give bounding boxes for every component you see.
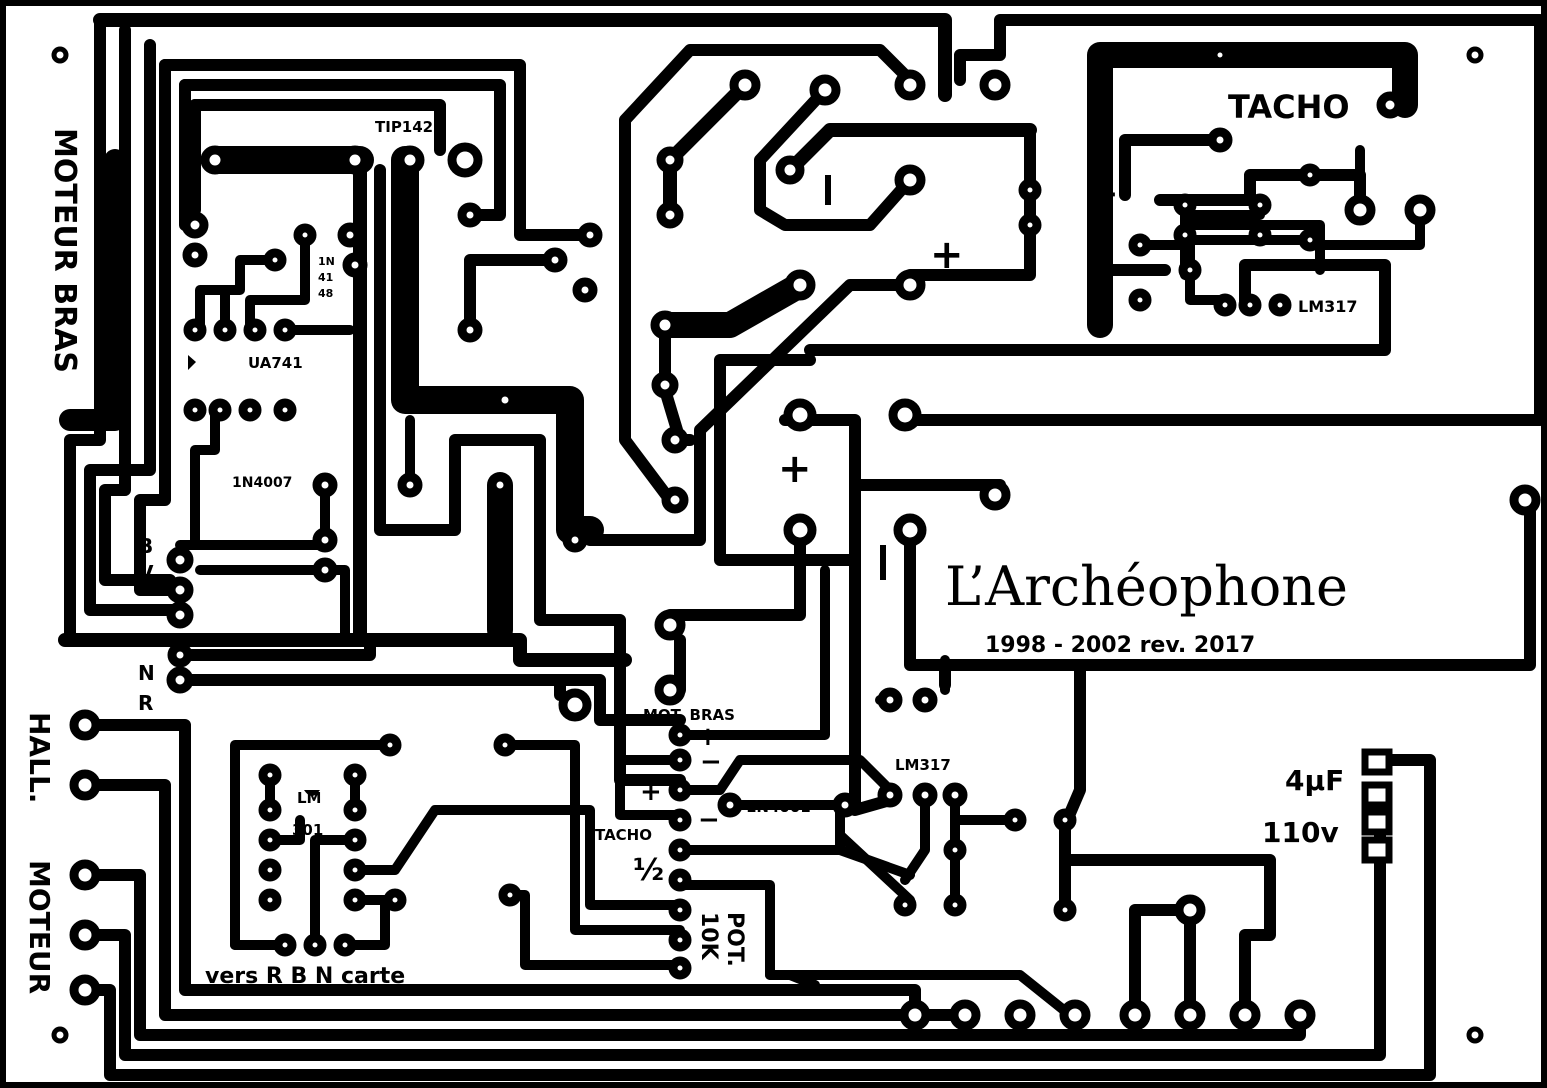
label-tacho-top: TACHO bbox=[1228, 88, 1350, 126]
label-moteur: MOTEUR bbox=[23, 860, 56, 994]
copper-pads bbox=[51, 43, 1541, 1044]
label-plus-tacho: + bbox=[1090, 174, 1119, 214]
label-v: V bbox=[138, 561, 154, 585]
label-moteur-bras: MOTEUR BRAS bbox=[47, 128, 82, 373]
label-minus-tacho-conn: − bbox=[698, 805, 720, 835]
label-plus-center: + bbox=[930, 232, 964, 278]
label-vers-carte: vers R B N carte bbox=[205, 964, 405, 989]
label-n: N bbox=[138, 661, 155, 685]
label-pot: POT. bbox=[722, 912, 747, 967]
label-lm317-top: LM317 bbox=[1298, 297, 1358, 316]
label-half: ½ bbox=[633, 853, 664, 888]
label-lm301-a: LM bbox=[297, 789, 322, 807]
label-b: B bbox=[138, 534, 153, 558]
board-years: 1998 - 2002 rev. 2017 bbox=[985, 633, 1255, 658]
board-title: L’Archéophone bbox=[945, 555, 1348, 618]
label-tacho-conn: TACHO bbox=[595, 826, 652, 844]
label-1n4148-c: 48 bbox=[318, 287, 333, 300]
label-pot-value: 10K bbox=[696, 912, 721, 961]
label-plus-tacho-conn: + bbox=[640, 777, 662, 807]
pcb-labels: MOTEUR BRAS HALL. MOTEUR TIP142 1N 41 48… bbox=[23, 88, 1358, 994]
label-tip142: TIP142 bbox=[375, 118, 433, 136]
label-r: R bbox=[138, 691, 153, 715]
label-plus-motbras: + bbox=[697, 722, 719, 752]
label-1n4001: 1N4001 bbox=[746, 798, 811, 816]
label-ua741: UA741 bbox=[248, 354, 303, 372]
label-1n4007: 1N4007 bbox=[232, 475, 292, 491]
label-mot-bras: MOT. BRAS bbox=[643, 706, 735, 724]
label-1n4148-b: 41 bbox=[318, 271, 333, 284]
copper-traces bbox=[58, 13, 1546, 1081]
label-lm301-b: 301 bbox=[292, 821, 323, 839]
label-lm317-mid: LM317 bbox=[895, 756, 951, 774]
silkscreen-marks bbox=[188, 175, 886, 796]
label-minus-motbras: − bbox=[700, 747, 722, 777]
label-hall: HALL. bbox=[23, 712, 56, 803]
label-plus-left: + bbox=[778, 446, 812, 492]
label-cap-value: 4µF bbox=[1285, 764, 1344, 797]
label-cap-voltage: 110v bbox=[1262, 816, 1339, 849]
label-1n4148-a: 1N bbox=[318, 255, 335, 268]
